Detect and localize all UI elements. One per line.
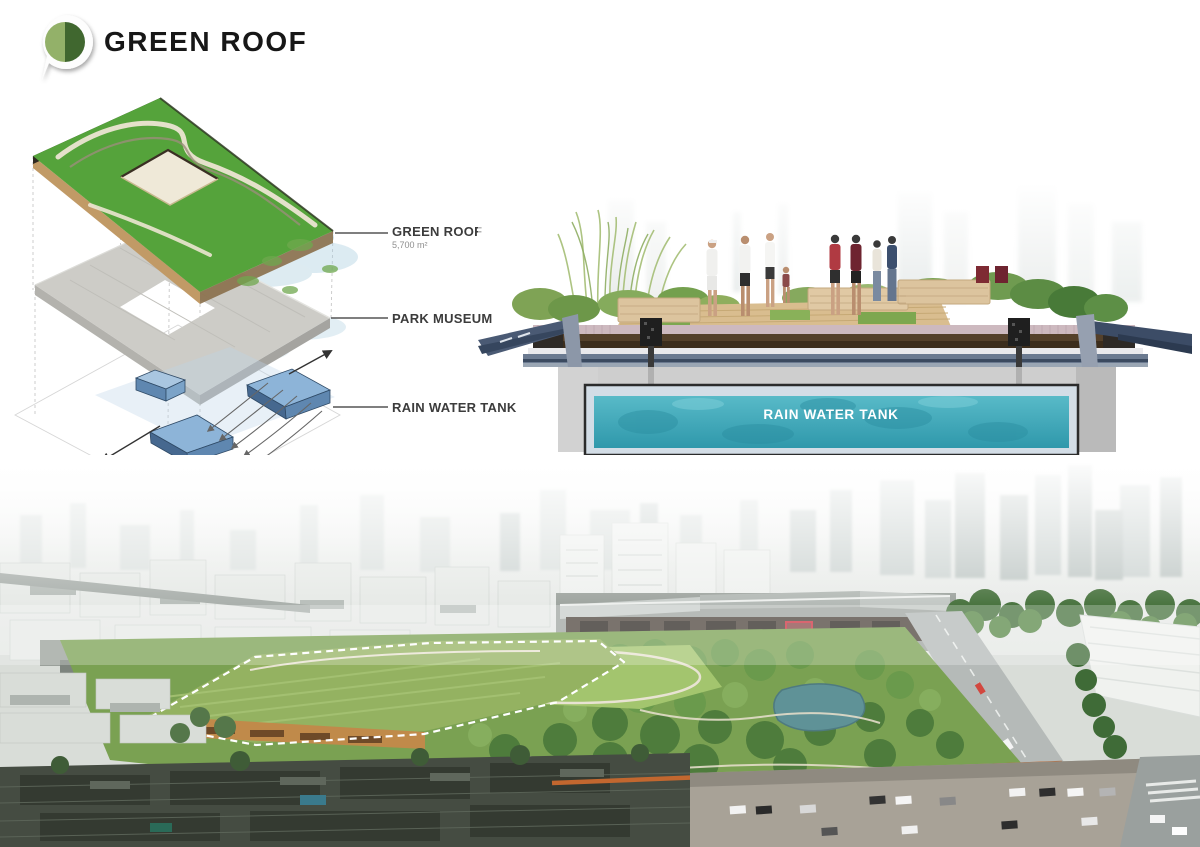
left-eave xyxy=(478,314,582,368)
foreground-rooftops xyxy=(0,744,691,847)
water-flow-arrows xyxy=(206,382,323,464)
exploded-axon-diagram xyxy=(0,85,480,485)
park-site xyxy=(60,627,1040,803)
roof-garden xyxy=(512,209,1128,329)
page-title: GREEN ROOF xyxy=(104,26,308,57)
tank-label: RAIN WATER TANK xyxy=(763,407,899,422)
label-green-roof: GREEN ROOF xyxy=(392,224,483,239)
green-roof-layer xyxy=(33,97,338,304)
label-green-roof-area: 5,700 m² xyxy=(392,240,428,250)
people-figures xyxy=(706,233,897,316)
label-park-museum: PARK MUSEUM xyxy=(392,311,493,326)
green-roof-logo-icon xyxy=(33,12,99,84)
right-eave xyxy=(1076,314,1192,368)
section-illustration xyxy=(478,182,1192,458)
label-rain-water-tank: RAIN WATER TANK xyxy=(392,400,517,415)
pond xyxy=(773,683,866,732)
leader-lines xyxy=(331,232,388,408)
roof-slab xyxy=(478,314,1192,392)
rain-water-tank-drawing xyxy=(583,383,1080,457)
park-road xyxy=(905,611,1085,794)
parking-lot xyxy=(690,755,1200,847)
rain-water-tank-layer xyxy=(95,347,335,465)
aerial-photo xyxy=(0,455,1200,847)
left-foreground-city xyxy=(0,672,236,744)
dashed-site-outline xyxy=(138,639,626,747)
